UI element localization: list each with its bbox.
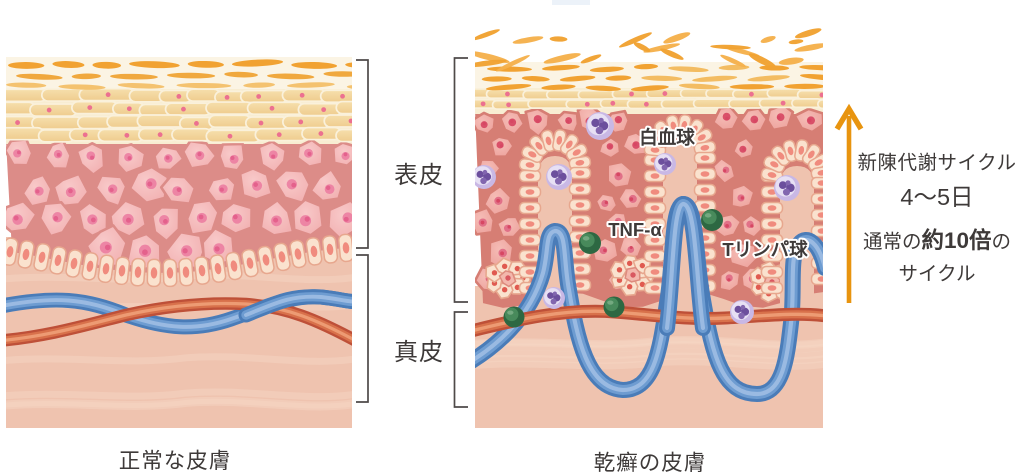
psoriasis-skin-caption: 乾癬の皮膚 [593, 451, 707, 474]
top-edge-artifact [552, 0, 590, 5]
psoriasis-skin-illustration: 白血球 TNF-α Tリンパ球 [475, 28, 823, 428]
normal-skin-illustration [6, 57, 352, 428]
turnover-arrow-icon [834, 103, 864, 303]
cycle-note-line2: 4〜5日 [900, 184, 974, 210]
dermis-bracket-left [356, 254, 369, 403]
cycle-note-line4: サイクル [898, 263, 976, 285]
cycle-note-line3: 通常の約10倍の [862, 228, 1012, 253]
dermis-label: 真皮 [394, 339, 444, 366]
cycle-note-line1: 新陳代謝サイクル [857, 152, 1017, 174]
epidermis-bracket-left [356, 59, 369, 249]
normal-skin-caption: 正常な皮膚 [118, 449, 232, 473]
layer-brackets [356, 57, 468, 408]
epidermis-label: 表皮 [394, 162, 444, 189]
leukocyte-label: 白血球 [639, 127, 695, 148]
dermis-bracket-right [453, 311, 468, 408]
t-lymphocyte-label: Tリンパ球 [722, 239, 808, 260]
tnf-alpha-label: TNF-α [608, 219, 662, 240]
turnover-cycle-note: 新陳代謝サイクル 4〜5日 通常の約10倍の サイクル [849, 146, 1024, 286]
epidermis-bracket-right [453, 57, 468, 303]
